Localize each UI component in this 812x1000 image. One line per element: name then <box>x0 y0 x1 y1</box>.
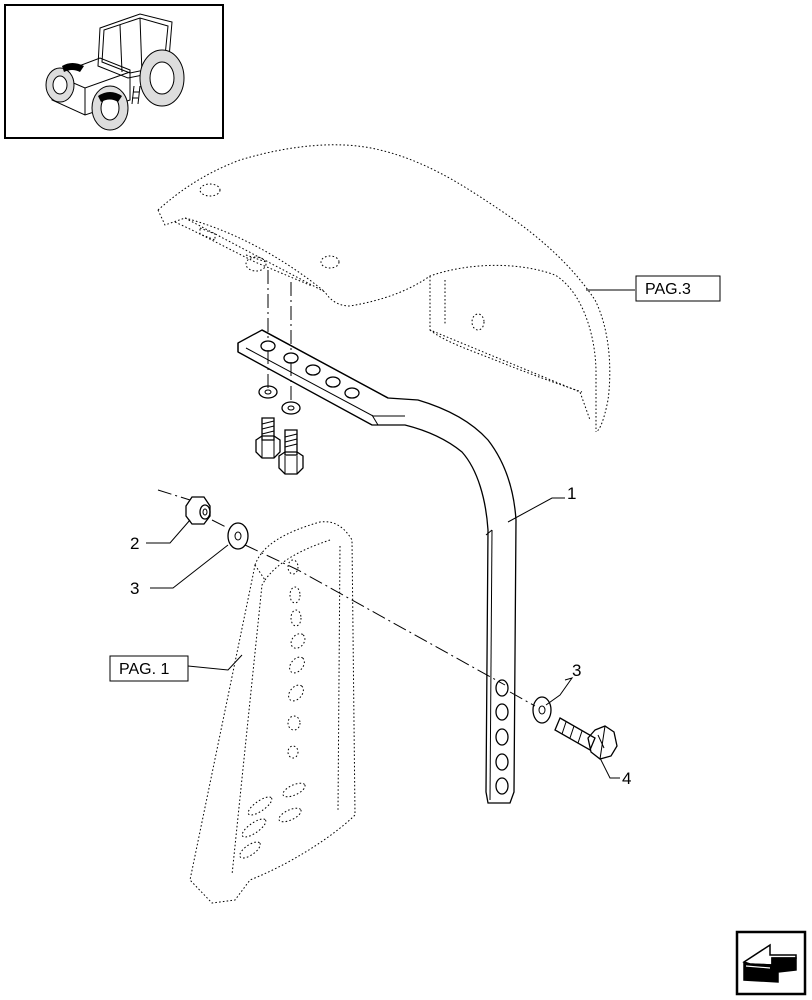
tractor-thumbnail <box>4 4 224 139</box>
side-panel <box>189 521 356 904</box>
callout-3-right: 3 <box>572 661 581 680</box>
upper-fasteners <box>255 270 304 475</box>
ref-label-pag3: PAG.3 <box>645 281 691 298</box>
callout-4: 4 <box>622 769 631 788</box>
panel-slots <box>239 559 306 859</box>
leader-lines <box>146 289 635 779</box>
left-fasteners <box>157 489 506 686</box>
support-bracket <box>237 329 517 804</box>
callout-1: 1 <box>567 484 576 503</box>
right-fasteners <box>509 691 618 760</box>
callout-2: 2 <box>130 534 139 553</box>
callout-3-left: 3 <box>130 579 139 598</box>
ref-box-pag3[interactable]: PAG.3 <box>635 275 721 302</box>
ref-label-pag1: PAG. 1 <box>119 661 169 678</box>
rear-fender <box>157 144 611 433</box>
bracket-leg-holes <box>495 679 509 795</box>
ref-box-pag1[interactable]: PAG. 1 <box>109 655 189 682</box>
next-page-arrow-icon[interactable] <box>735 930 807 996</box>
